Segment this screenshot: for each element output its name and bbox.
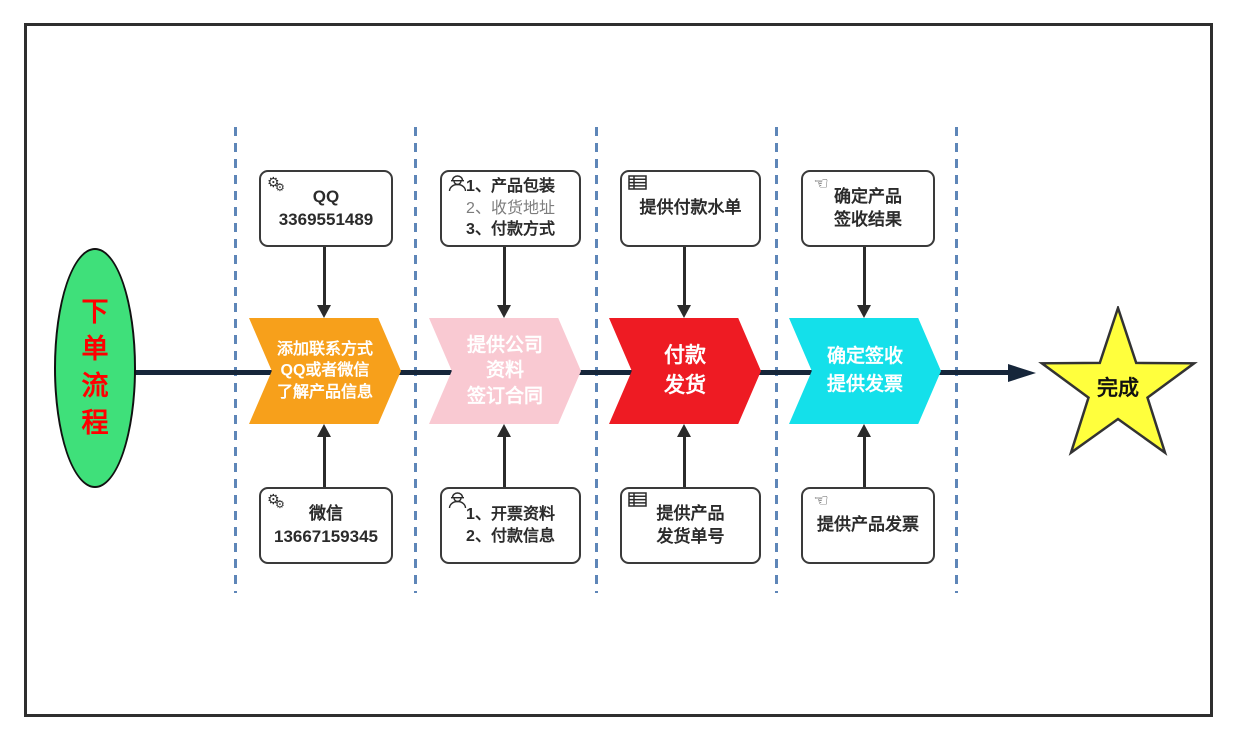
- worker-icon: [448, 492, 472, 516]
- arrow-down-icon: [317, 305, 331, 318]
- connector-line: [503, 243, 506, 305]
- gears-icon: ⚙⚙: [267, 491, 285, 511]
- step4-top-box: ☜ 确定产品 签收结果: [801, 170, 935, 247]
- start-node-label: 下 单 流 程: [81, 296, 109, 439]
- box-line: 微信: [309, 504, 343, 524]
- box-line: QQ: [312, 187, 340, 207]
- end-node: 完成: [1034, 306, 1202, 456]
- connector-line: [503, 437, 506, 487]
- box-line: 2、付款信息: [466, 527, 555, 545]
- step1-bottom-box: ⚙⚙ 微信 13667159345: [259, 487, 393, 564]
- step2-top-box: 1、产品包装 2、收货地址 3、付款方式: [440, 170, 581, 247]
- connector-line: [683, 437, 686, 487]
- lane-divider: [414, 127, 417, 593]
- step4-chevron: 确定签收 提供发票: [789, 318, 941, 424]
- lane-divider: [955, 127, 958, 593]
- lane-divider: [595, 127, 598, 593]
- arrow-up-icon: [317, 424, 331, 437]
- box-line: 13667159345: [273, 526, 378, 546]
- connector-line: [323, 243, 326, 305]
- arrow-up-icon: [497, 424, 511, 437]
- star-icon: [1038, 306, 1198, 456]
- connector-line: [683, 243, 686, 305]
- arrow-up-icon: [857, 424, 871, 437]
- box-line: 1、开票资料: [466, 505, 555, 523]
- worker-icon: [448, 175, 472, 199]
- step3-chevron: 付款 发货: [609, 318, 761, 424]
- step4-bottom-box: ☜ 提供产品发票: [801, 487, 935, 564]
- arrow-down-icon: [857, 305, 871, 318]
- connector-line: [863, 243, 866, 305]
- hand-left-icon: ☜: [813, 491, 829, 510]
- box-line: 签收结果: [834, 209, 902, 229]
- box-line: 确定产品: [834, 187, 902, 207]
- arrow-up-icon: [677, 424, 691, 437]
- box-line: 发货单号: [656, 526, 725, 546]
- table-icon: [628, 492, 652, 516]
- box-line: 提供付款水单: [639, 198, 742, 218]
- start-node: 下 单 流 程: [54, 248, 136, 488]
- main-flow-arrowhead-icon: [1008, 364, 1036, 382]
- box-line: 3369551489: [278, 209, 374, 229]
- lane-divider: [234, 127, 237, 593]
- hand-left-icon: ☜: [813, 174, 829, 193]
- lane-divider: [775, 127, 778, 593]
- end-node-label: 完成: [1097, 377, 1139, 400]
- connector-line: [863, 437, 866, 487]
- step3-top-box: 提供付款水单: [620, 170, 761, 247]
- box-line: 3、付款方式: [466, 221, 555, 239]
- step3-bottom-box: 提供产品 发货单号: [620, 487, 761, 564]
- step2-bottom-box: 1、开票资料 2、付款信息: [440, 487, 581, 564]
- gears-icon: ⚙⚙: [267, 174, 285, 194]
- step2-chevron: 提供公司 资料 签订合同: [429, 318, 581, 424]
- arrow-down-icon: [677, 305, 691, 318]
- arrow-down-icon: [497, 305, 511, 318]
- box-line: 提供产品发票: [817, 515, 919, 535]
- box-line: 提供产品: [656, 504, 725, 524]
- connector-line: [323, 437, 326, 487]
- step1-top-box: ⚙⚙ QQ 3369551489: [259, 170, 393, 247]
- step1-chevron: 添加联系方式 QQ或者微信 了解产品信息: [249, 318, 401, 424]
- box-line: 1、产品包装: [466, 178, 555, 196]
- box-line: 2、收货地址: [466, 199, 555, 217]
- table-icon: [628, 175, 652, 199]
